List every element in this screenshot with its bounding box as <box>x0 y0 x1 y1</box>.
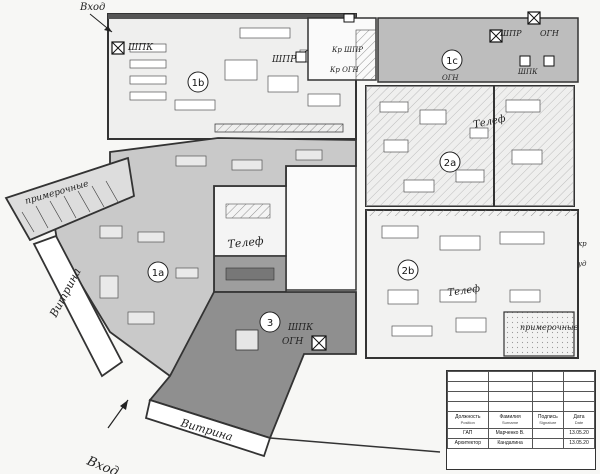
zone-1b-label: 1b <box>192 78 205 89</box>
zone-3-label: 3 <box>267 318 273 329</box>
entrance-top-label: Вход <box>79 2 105 13</box>
ogn-right-label: ОГН <box>540 29 560 38</box>
tele-3-label: Телеф <box>447 284 481 299</box>
zone-1a-label: 1a <box>152 268 165 279</box>
shpr-top-label: ШПР <box>271 55 297 65</box>
central-strip: Телеф <box>213 165 357 293</box>
zone-2b-label: 2b <box>402 266 415 277</box>
zone-3: 3 ШПК ОГН <box>148 291 357 440</box>
tele-1-label: Телеф <box>227 234 265 251</box>
kr-right-label: кр <box>578 240 587 248</box>
corridor-block: Кр ШПР Кр ОГН <box>307 13 377 81</box>
ogn-1c-label: ОГН <box>442 74 459 82</box>
entrance-bottom-label: Вход <box>84 453 121 474</box>
ud-right-label: уд <box>577 260 587 268</box>
zone-1c-label: 1c <box>446 56 458 67</box>
stamp-row: Архитектор Кандалина 13.05.20 <box>447 438 595 449</box>
zone-2b: 2b Телеф примерочные кр уд <box>365 209 587 359</box>
shpk-top-label: ШПК <box>127 43 154 53</box>
fitting-right-label: примерочные <box>520 323 578 332</box>
kr-ogn-label: Кр ОГН <box>329 66 359 74</box>
zone-2a-label: 2a <box>444 158 457 169</box>
zone-2a: 2a Телеф <box>365 85 575 207</box>
entrance-bottom: Вход <box>84 399 129 474</box>
entrance-top: Вход <box>79 2 113 33</box>
shpk-1c-label: ШПК <box>517 68 538 76</box>
shpk-3-label: ШПК <box>287 323 314 333</box>
ogn-3-label: ОГН <box>282 337 303 347</box>
shpr-right-label: ШПР <box>499 29 522 38</box>
kr-shpr-label: Кр ШПР <box>331 46 363 54</box>
zone-1c: ШПР ОГН 1c ОГН ШПК <box>377 11 579 83</box>
stamp-row: ГАП Марченко В. 13.05.20 <box>447 428 595 439</box>
